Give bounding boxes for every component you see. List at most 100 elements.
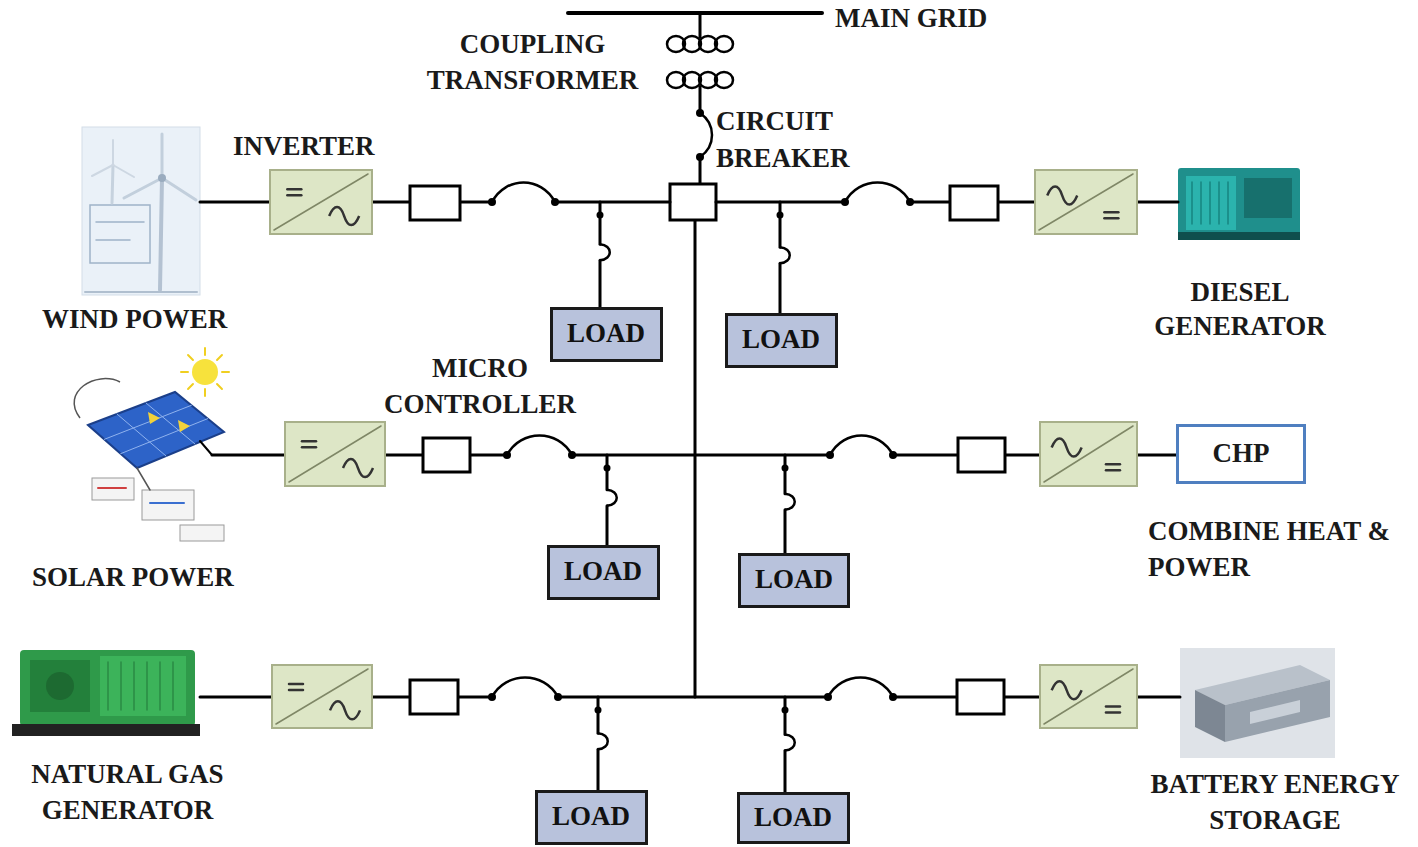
dc-symbol — [1106, 469, 1120, 472]
load-box: LOAD — [738, 553, 850, 608]
terminal-dot — [906, 198, 914, 206]
feeder-wire — [893, 696, 957, 699]
fuse-symbol — [600, 244, 610, 260]
transformer-coil — [715, 72, 733, 88]
battery-plate — [1250, 700, 1300, 724]
breaker-arc — [492, 678, 558, 698]
dc-symbol — [1106, 705, 1120, 708]
dc-symbol — [289, 689, 303, 692]
fuse-symbol — [598, 733, 608, 749]
device-box — [142, 490, 194, 520]
terminal-dot — [604, 465, 611, 472]
sun-ray — [188, 355, 193, 360]
controller-box — [410, 680, 458, 714]
load-box: LOAD — [737, 792, 850, 844]
sun-ray — [204, 389, 206, 396]
terminal-dot — [597, 212, 604, 219]
turbine-blade — [162, 178, 196, 200]
terminal-dot — [595, 707, 602, 714]
sun-ray — [217, 384, 222, 389]
dc-symbol — [1104, 211, 1118, 214]
panel-cable — [74, 379, 120, 418]
terminal-dot — [488, 693, 496, 701]
load-wire — [606, 506, 609, 545]
load-wire — [599, 202, 602, 244]
dc-symbol — [287, 194, 301, 197]
panel-grid — [121, 419, 208, 454]
generator-panel — [1186, 176, 1236, 230]
sun-ray — [188, 384, 193, 389]
controller-box — [410, 186, 460, 220]
chp-box: CHP — [1176, 424, 1306, 484]
feeder-wire — [1137, 454, 1176, 457]
battery-picture — [1180, 648, 1335, 758]
turbine-blade — [124, 178, 162, 198]
grid-label: MAIN GRID — [835, 2, 987, 34]
grille-line — [1200, 182, 1202, 224]
load-wire — [606, 455, 609, 490]
component-label: INVERTER — [233, 130, 375, 162]
dc-symbol — [1104, 217, 1118, 220]
feeder-wire — [385, 454, 423, 457]
dc-symbol — [1106, 463, 1120, 466]
load-wire — [597, 697, 600, 733]
engine-part — [46, 672, 74, 700]
turbine-hub — [158, 174, 166, 182]
feeder-wire — [893, 454, 958, 457]
light-arrow — [148, 412, 160, 424]
panel-grid — [117, 414, 166, 456]
ac-symbol — [343, 459, 373, 477]
fuse-symbol — [607, 490, 617, 506]
breaker-arc — [492, 183, 555, 203]
transformer-coil — [715, 36, 733, 52]
generator-body — [1178, 168, 1300, 240]
load-wire — [784, 510, 787, 553]
breaker-arc — [700, 113, 712, 157]
source-label: NATURAL GAS GENERATOR — [0, 756, 255, 828]
load-wire — [779, 263, 782, 312]
feeder-wire — [212, 454, 285, 457]
feeder-wire — [1137, 201, 1178, 204]
generator-body — [20, 650, 195, 726]
terminal-dot — [568, 451, 576, 459]
grille-line — [172, 662, 174, 710]
load-box: LOAD — [550, 307, 663, 362]
sun-ray — [222, 371, 229, 373]
inverter-diagonal — [1044, 426, 1133, 482]
feeder-wire — [200, 201, 270, 204]
wire — [699, 13, 702, 37]
turbine-blade — [92, 165, 113, 176]
ac-symbol — [1052, 439, 1082, 457]
ground-line — [85, 291, 197, 293]
feeders — [200, 170, 1180, 728]
inverter-box — [272, 665, 372, 728]
generator-base — [1178, 232, 1300, 240]
feeder-wire — [555, 201, 670, 204]
feeder-wire — [460, 201, 492, 204]
solar-panel-picture — [74, 348, 229, 541]
inverter-diagonal — [1044, 669, 1133, 724]
feeder-wire — [470, 454, 507, 457]
grille-line — [107, 662, 109, 710]
grille-line — [159, 662, 161, 710]
controller-box — [958, 438, 1005, 472]
load-wire — [784, 697, 787, 735]
sun-ray — [217, 355, 222, 360]
feeder-wire — [998, 201, 1035, 204]
grille-line — [120, 662, 122, 710]
controller-box — [950, 186, 998, 220]
terminal-dot — [782, 707, 789, 714]
source-label: DIESEL GENERATOR — [1120, 275, 1360, 343]
sun — [192, 359, 218, 385]
panel-cable — [137, 468, 150, 490]
ac-symbol — [329, 207, 359, 225]
turbine-tower — [160, 178, 162, 290]
sun-ray — [181, 371, 188, 373]
feeder-wire — [372, 201, 410, 204]
generator-base — [12, 724, 200, 736]
grille-line — [1209, 182, 1211, 224]
node-text: LOAD — [742, 325, 820, 355]
picture-ground — [82, 127, 200, 295]
schematic-line — [96, 239, 130, 241]
wind-turbine-picture — [82, 127, 200, 295]
